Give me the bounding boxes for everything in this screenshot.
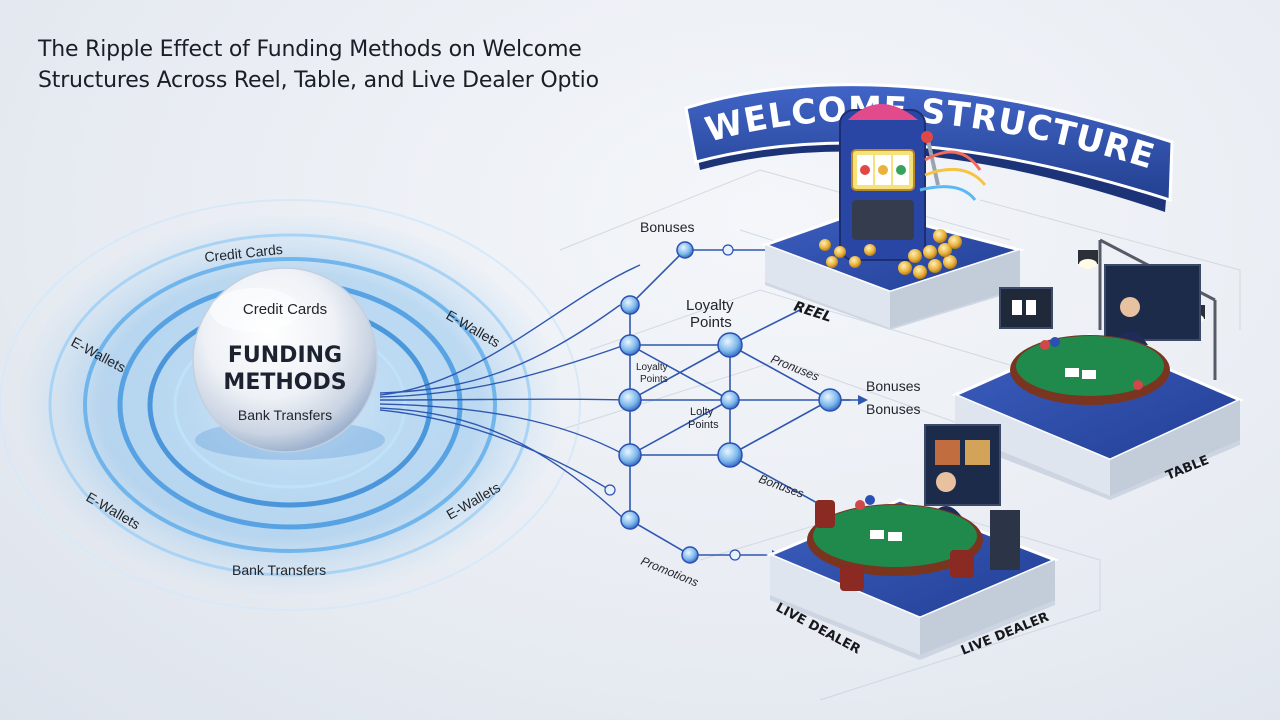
ripple-label-bottom: Bank Transfers — [232, 562, 326, 578]
node-4 — [618, 443, 642, 467]
node-3 — [618, 388, 642, 412]
chairs-icon — [815, 500, 974, 591]
node-small-top — [722, 244, 734, 256]
node-bonuses-top — [676, 241, 694, 259]
node-small-bottom — [729, 549, 741, 561]
dealer-booth — [990, 510, 1020, 570]
node-small-left — [604, 484, 616, 496]
table-felt — [1016, 336, 1164, 396]
label-bonuses-top: Bonuses — [640, 219, 694, 235]
table-platform: TABLE — [951, 238, 1244, 500]
label-bonuses-mid-2: Bonuses — [866, 401, 920, 417]
label-loyalty-small-line2: Points — [640, 374, 668, 385]
node-promotions — [681, 546, 699, 564]
node-5 — [717, 442, 743, 468]
coins-icon — [819, 229, 962, 279]
label-lolty-line1: Lolty — [690, 406, 714, 418]
table-screen — [1104, 264, 1201, 341]
label-loyalty-line1: Loyalty — [686, 297, 734, 314]
node-center — [720, 390, 740, 410]
sphere-bottom-label: Bank Transfers — [238, 407, 332, 423]
label-lolty-line2: Points — [688, 419, 719, 431]
label-bonuses-lower: Bonuses — [757, 472, 806, 501]
page-title: The Ripple Effect of Funding Methods on … — [38, 34, 718, 96]
title-line-2: Structures Across Reel, Table, and Live … — [38, 68, 599, 93]
label-loyalty-small-line1: Loyalty — [636, 362, 668, 373]
funding-sphere: Credit Cards FUNDING METHODS Bank Transf… — [192, 267, 385, 460]
label-pronuses: Pronuses — [769, 352, 821, 384]
network-nodes — [604, 241, 842, 564]
fan-lines — [379, 264, 641, 521]
sphere-main-line-1: FUNDING — [228, 343, 342, 368]
node-1 — [620, 295, 640, 315]
sphere-top-label: Credit Cards — [243, 301, 327, 318]
welcome-banner: WELCOME STRUCTURES — [0, 0, 1174, 212]
sphere-main-line-2: METHODS — [223, 370, 346, 395]
node-bonuses-mid — [818, 388, 842, 412]
node-2 — [619, 334, 641, 356]
label-loyalty-line2: Points — [690, 314, 732, 331]
slot-machine-icon — [839, 104, 987, 261]
title-line-1: The Ripple Effect of Funding Methods on … — [38, 37, 582, 62]
node-loyalty — [717, 332, 743, 358]
node-6 — [620, 510, 640, 530]
label-bonuses-mid-1: Bonuses — [866, 378, 920, 394]
reel-platform: REEL — [760, 104, 1026, 330]
